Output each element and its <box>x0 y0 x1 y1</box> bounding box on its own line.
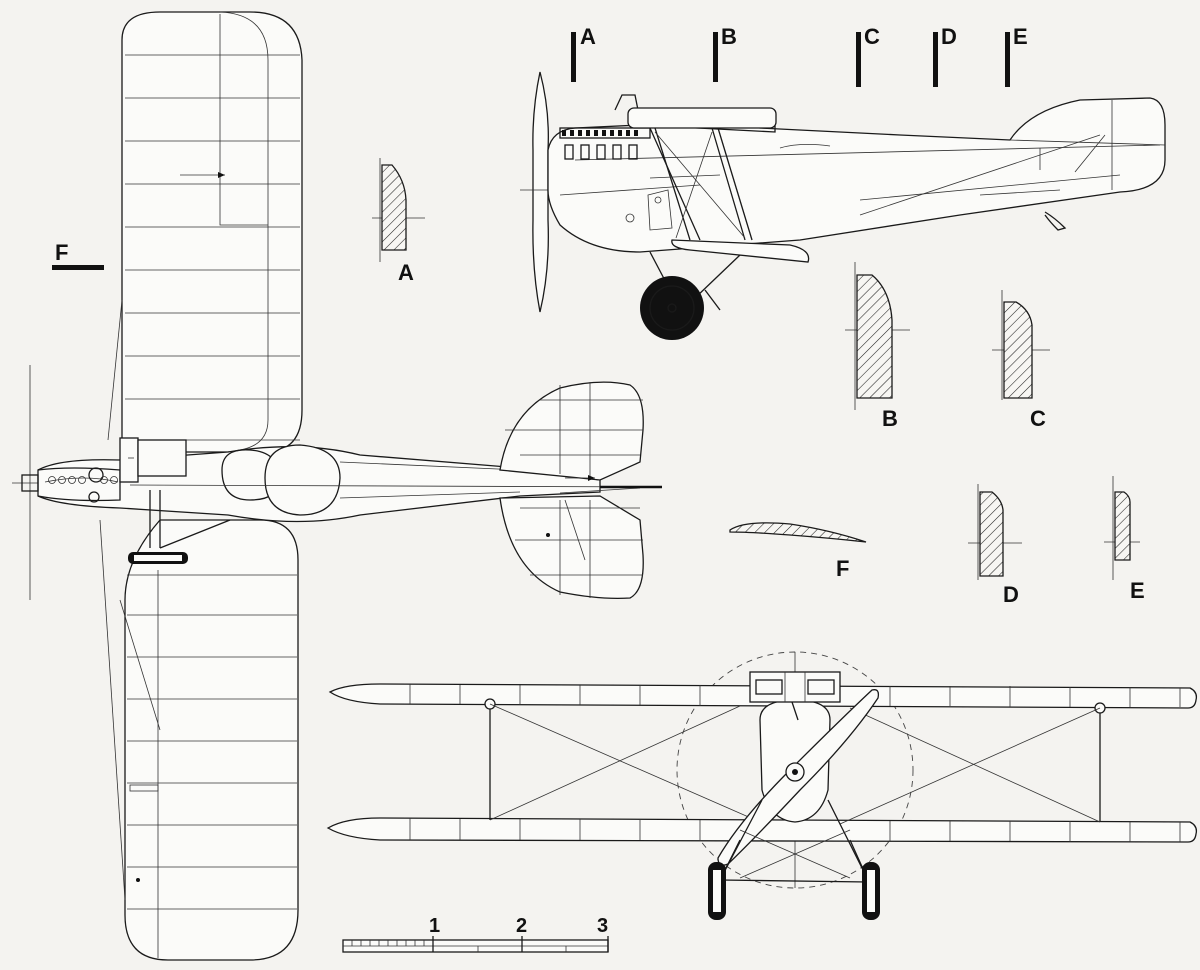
section-marker-b: B <box>713 24 737 82</box>
svg-text:B: B <box>721 24 737 49</box>
svg-text:E: E <box>1130 578 1145 603</box>
svg-text:A: A <box>580 24 596 49</box>
scale-bar: 1 2 3 <box>342 915 609 953</box>
section-profile-e: E <box>1104 476 1145 603</box>
section-profile-f-airfoil: F <box>729 522 867 581</box>
plan-view <box>12 11 662 961</box>
section-marker-f: F <box>52 240 104 270</box>
plan-horizontal-tail-lower <box>499 495 644 600</box>
scale-tick-1: 1 <box>429 915 440 937</box>
plan-lower-wing-starboard <box>124 519 299 961</box>
side-engine <box>559 127 651 160</box>
plan-horizontal-tail-upper <box>499 381 644 481</box>
svg-text:F: F <box>55 240 68 265</box>
svg-text:C: C <box>1030 406 1046 431</box>
svg-text:E: E <box>1013 24 1028 49</box>
section-profile-d: D <box>968 484 1022 607</box>
front-interplane-struts <box>489 704 1101 822</box>
section-profile-b: B <box>845 262 910 431</box>
side-view: A B C D E <box>520 24 1166 340</box>
side-interplane-struts <box>649 127 753 241</box>
scale-tick-3: 3 <box>597 915 608 937</box>
side-propeller <box>532 71 549 313</box>
plan-upper-wing-port <box>121 11 303 453</box>
section-marker-d: D <box>933 24 957 87</box>
scale-tick-2: 2 <box>516 915 527 937</box>
svg-text:D: D <box>941 24 957 49</box>
svg-text:B: B <box>882 406 898 431</box>
front-bracing-wires <box>489 703 1101 825</box>
svg-text:D: D <box>1003 582 1019 607</box>
svg-text:A: A <box>398 260 414 285</box>
svg-text:C: C <box>864 24 880 49</box>
front-view <box>326 651 1198 920</box>
section-marker-c: C <box>856 24 880 87</box>
svg-text:F: F <box>836 556 849 581</box>
section-profile-a: A <box>372 158 425 285</box>
plan-lower-wing-ribs <box>127 570 297 958</box>
section-marker-a: A <box>571 24 596 82</box>
section-profile-c: C <box>992 290 1050 431</box>
section-marker-e: E <box>1005 24 1028 87</box>
